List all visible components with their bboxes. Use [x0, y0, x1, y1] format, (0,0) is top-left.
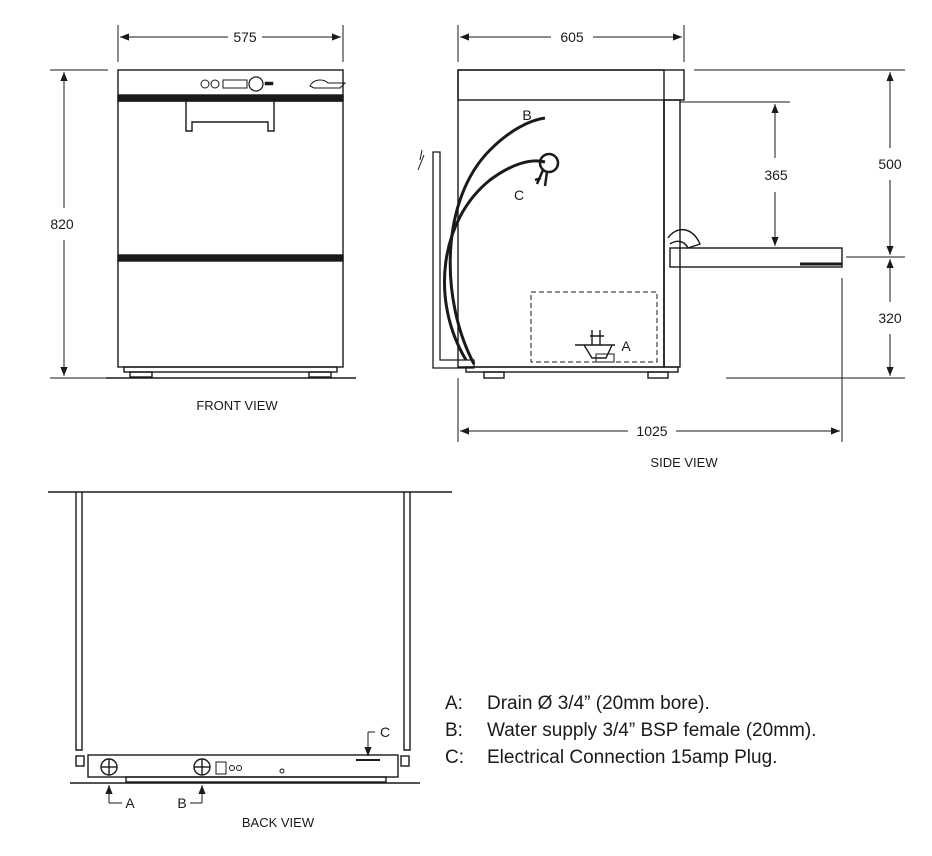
legend-key: C: [445, 747, 464, 768]
front-view [50, 25, 356, 379]
upper-offset-dimension: 365 [764, 167, 788, 183]
open-height-lower-dimension: 320 [878, 310, 902, 326]
legend-item-electrical: C: Electrical Connection 15amp Plug. [445, 744, 816, 771]
side-callout-a: A [621, 338, 631, 354]
front-width-dimension: 575 [233, 29, 257, 45]
front-view-label: FRONT VIEW [196, 398, 278, 413]
back-callout-a: A [125, 795, 135, 811]
side-callout-c: C [514, 187, 524, 203]
height-dimension: 820 [50, 216, 74, 232]
side-depth-dimension: 605 [560, 29, 584, 45]
legend-text: Electrical Connection 15amp Plug. [487, 747, 778, 768]
legend-item-drain: A: Drain Ø 3/4” (20mm bore). [445, 690, 816, 717]
legend-text: Water supply 3/4” BSP female (20mm). [487, 720, 817, 741]
back-view [48, 491, 452, 804]
connection-legend: A: Drain Ø 3/4” (20mm bore). B: Water su… [445, 690, 816, 771]
legend-key: B: [445, 720, 463, 741]
door-open-depth-dimension: 1025 [636, 423, 667, 439]
back-callout-c: C [380, 724, 390, 740]
legend-item-water-supply: B: Water supply 3/4” BSP female (20mm). [445, 717, 816, 744]
side-view-label: SIDE VIEW [650, 455, 718, 470]
side-callout-b: B [522, 107, 531, 123]
side-view [417, 25, 905, 442]
legend-text: Drain Ø 3/4” (20mm bore). [487, 693, 710, 714]
legend-key: A: [445, 693, 463, 714]
back-callout-b: B [177, 795, 186, 811]
open-height-upper-dimension: 500 [878, 156, 902, 172]
back-view-label: BACK VIEW [242, 815, 315, 830]
